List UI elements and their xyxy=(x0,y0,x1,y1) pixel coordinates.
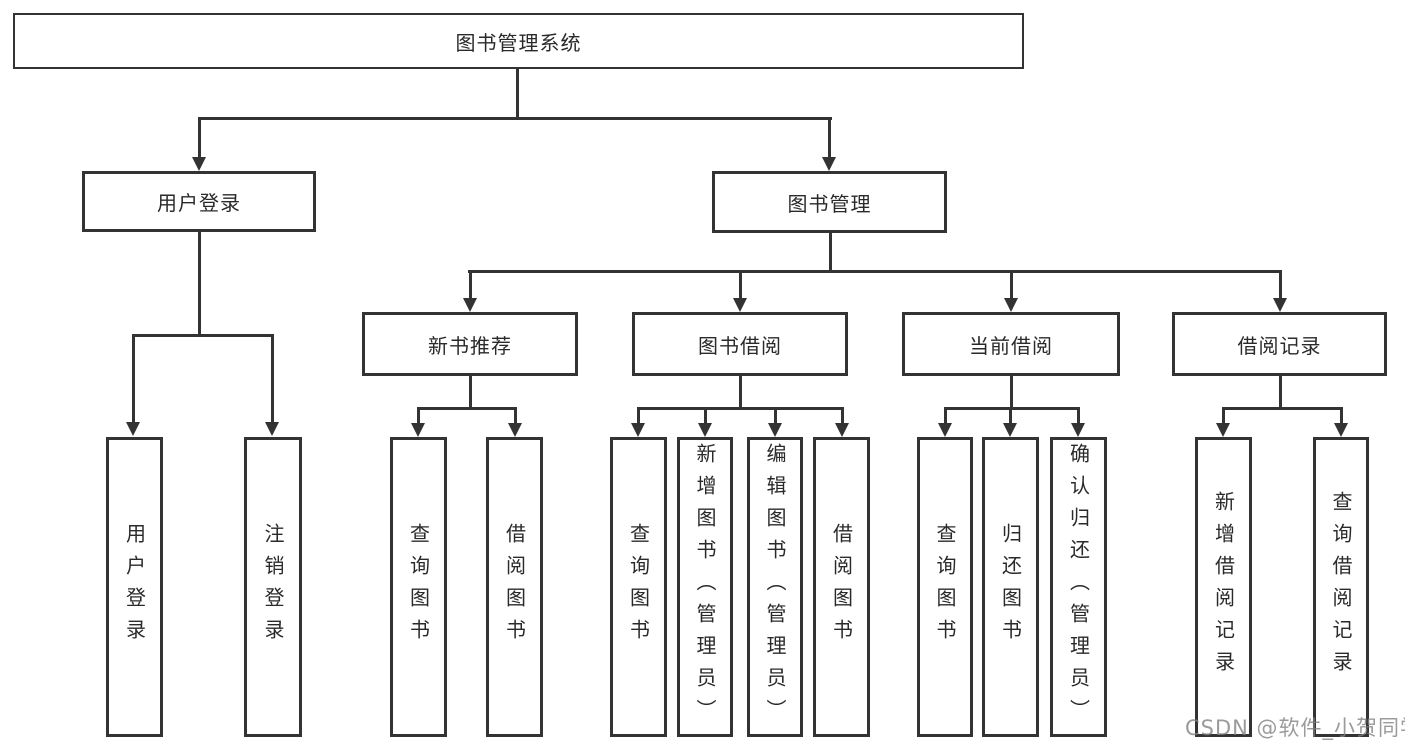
arrowhead-bookmgmt xyxy=(822,157,836,171)
connector-root-to-bookmgmt xyxy=(828,117,831,158)
leaf-current-query-books: 查询图书 xyxy=(917,437,973,737)
arrowhead-group2-child0 xyxy=(938,423,952,437)
connector-group1-child0 xyxy=(637,407,640,424)
connector-group1-child1 xyxy=(704,407,707,424)
connector-group0-rail xyxy=(417,407,517,410)
connector-group1-child2 xyxy=(774,407,777,424)
leaf-recommend-borrow-books: 借阅图书 xyxy=(486,437,543,737)
leaf-confirm-return-admin: 确认归还（管理员） xyxy=(1050,437,1107,737)
node-user-login: 用户登录 xyxy=(82,171,316,232)
leaf-add-books-admin: 新增图书（管理员） xyxy=(677,437,733,737)
connector-group0-stem xyxy=(469,376,472,410)
connector-group2-child2 xyxy=(1077,407,1080,424)
connector-group2-rail xyxy=(944,407,1080,410)
connector-userlogin-child0 xyxy=(132,334,135,423)
leaf-borrow-query-books: 查询图书 xyxy=(610,437,667,737)
connector-group1-stem xyxy=(739,376,742,410)
connector-to-group2 xyxy=(1010,270,1013,299)
connector-to-group3 xyxy=(1279,270,1282,299)
arrowhead-group1-child3 xyxy=(835,423,849,437)
arrowhead-group2-child2 xyxy=(1071,423,1085,437)
connector-userlogin-rail xyxy=(132,334,274,337)
arrowhead-group3 xyxy=(1273,298,1287,312)
arrowhead-group3-child1 xyxy=(1334,423,1348,437)
node-current-borrow: 当前借阅 xyxy=(902,312,1120,376)
node-new-book-recommend: 新书推荐 xyxy=(362,312,578,376)
connector-root-stem xyxy=(516,69,519,118)
connector-root-rail xyxy=(198,117,832,120)
leaf-logout: 注销登录 xyxy=(244,437,302,737)
connector-bookmgmt-rail xyxy=(468,270,1282,273)
watermark: CSDN @软件_小贺同学 xyxy=(1185,716,1405,740)
arrowhead-userlogin-child1 xyxy=(265,422,279,436)
node-book-management: 图书管理 xyxy=(712,171,947,233)
connector-group3-rail xyxy=(1222,407,1343,410)
arrowhead-group2-child1 xyxy=(1003,423,1017,437)
leaf-edit-books-admin: 编辑图书（管理员） xyxy=(747,437,803,737)
connector-group2-stem xyxy=(1010,376,1013,410)
arrowhead-group3-child0 xyxy=(1216,423,1230,437)
leaf-add-borrow-record: 新增借阅记录 xyxy=(1195,437,1252,737)
arrowhead-group1-child0 xyxy=(631,423,645,437)
leaf-return-books: 归还图书 xyxy=(982,437,1039,737)
connector-group0-child1 xyxy=(514,407,517,424)
connector-group3-child1 xyxy=(1340,407,1343,424)
connector-to-group1 xyxy=(739,270,742,299)
connector-group0-child0 xyxy=(417,407,420,424)
node-root-title: 图书管理系统 xyxy=(13,13,1024,69)
leaf-recommend-query-books: 查询图书 xyxy=(390,437,447,737)
node-book-borrow: 图书借阅 xyxy=(632,312,848,376)
arrowhead-group1-child2 xyxy=(768,423,782,437)
leaf-query-borrow-record: 查询借阅记录 xyxy=(1313,437,1369,737)
connector-group2-child1 xyxy=(1009,407,1012,424)
connector-root-to-userlogin xyxy=(198,117,201,158)
leaf-borrow-books: 借阅图书 xyxy=(813,437,870,737)
arrowhead-group0 xyxy=(463,298,477,312)
connector-userlogin-child1 xyxy=(271,334,274,423)
connector-group1-rail xyxy=(637,407,844,410)
connector-group2-child0 xyxy=(944,407,947,424)
node-borrow-records: 借阅记录 xyxy=(1172,312,1387,376)
arrowhead-group2 xyxy=(1004,298,1018,312)
arrowhead-userlogin xyxy=(192,157,206,171)
connector-group1-child3 xyxy=(841,407,844,424)
arrowhead-group0-child1 xyxy=(508,423,522,437)
connector-to-group0 xyxy=(469,270,472,299)
connector-userlogin-stem xyxy=(198,232,201,335)
connector-group3-stem xyxy=(1279,376,1282,410)
arrowhead-group1 xyxy=(733,298,747,312)
leaf-user-login: 用户登录 xyxy=(106,437,163,737)
connector-group3-child0 xyxy=(1222,407,1225,424)
arrowhead-group0-child0 xyxy=(411,423,425,437)
arrowhead-group1-child1 xyxy=(698,423,712,437)
arrowhead-userlogin-child0 xyxy=(126,422,140,436)
connector-bookmgmt-stem xyxy=(829,233,832,272)
